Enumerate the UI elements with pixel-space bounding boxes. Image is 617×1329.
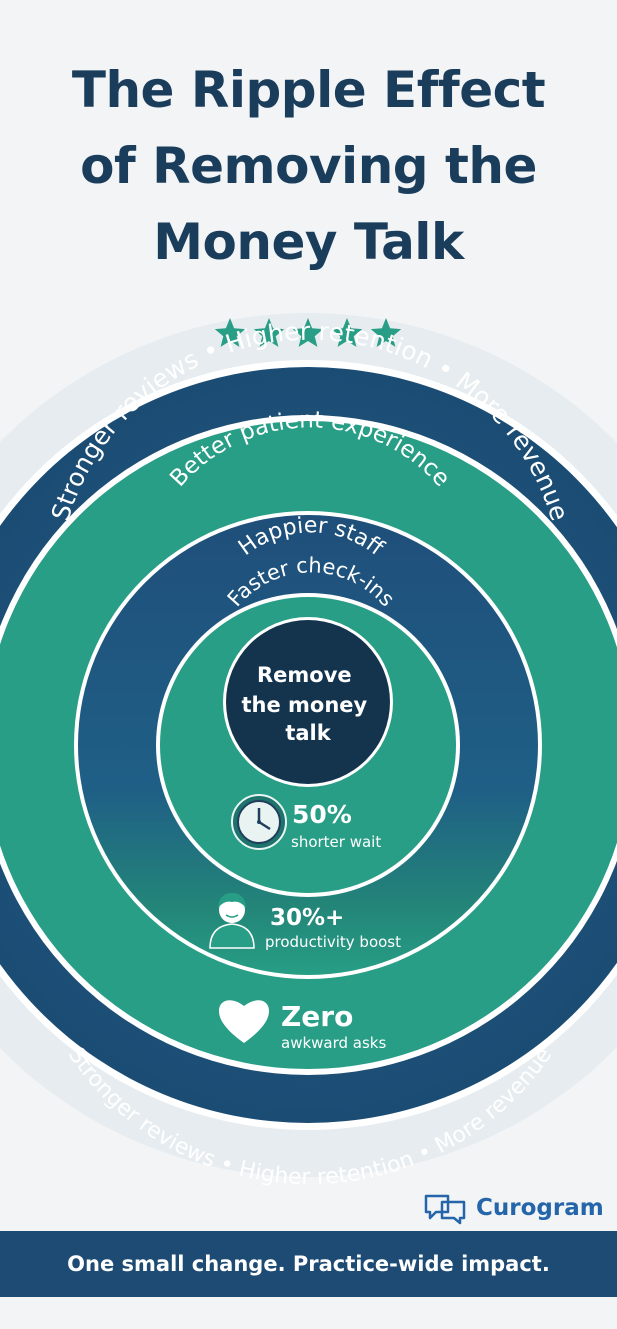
stat-value-3: Zero	[281, 1000, 353, 1033]
title-line-2: of Removing the	[80, 137, 537, 195]
title-line-1: The Ripple Effect	[71, 61, 546, 119]
chat-bubbles-icon	[424, 1194, 466, 1225]
heart-icon	[219, 1000, 269, 1043]
brand-name: Curogram	[476, 1195, 604, 1221]
stat-value-1: 50%	[292, 800, 352, 829]
page-title: The Ripple Effect of Removing the Money …	[0, 52, 617, 280]
brand-logo: Curogram	[422, 1188, 604, 1228]
center-circle	[226, 620, 390, 784]
stat-label-2: productivity boost	[265, 933, 401, 951]
stat-shorter-wait: 50% shorter wait	[231, 794, 381, 851]
stat-label-1: shorter wait	[291, 833, 381, 851]
star-icon	[214, 318, 246, 347]
stat-value-2: 30%+	[270, 905, 344, 931]
stat-productivity: 30%+ productivity boost	[209, 893, 401, 951]
center-line-1: Remove	[257, 663, 352, 687]
center-line-2: the money	[241, 693, 367, 717]
stat-label-3: awkward asks	[281, 1034, 386, 1052]
center-label: Remove the money talk	[241, 663, 374, 745]
star-icon	[331, 318, 363, 347]
title-line-3: Money Talk	[153, 213, 464, 271]
center-line-3: talk	[285, 721, 331, 745]
star-icon	[370, 318, 402, 347]
footer-banner: One small change. Practice-wide impact.	[0, 1231, 617, 1297]
staff-icon	[209, 893, 255, 949]
clock-icon	[231, 794, 287, 850]
rating-stars	[214, 318, 402, 347]
stat-zero-awkward: Zero awkward asks	[219, 1000, 386, 1052]
star-icon	[292, 318, 324, 347]
star-icon	[253, 318, 285, 347]
